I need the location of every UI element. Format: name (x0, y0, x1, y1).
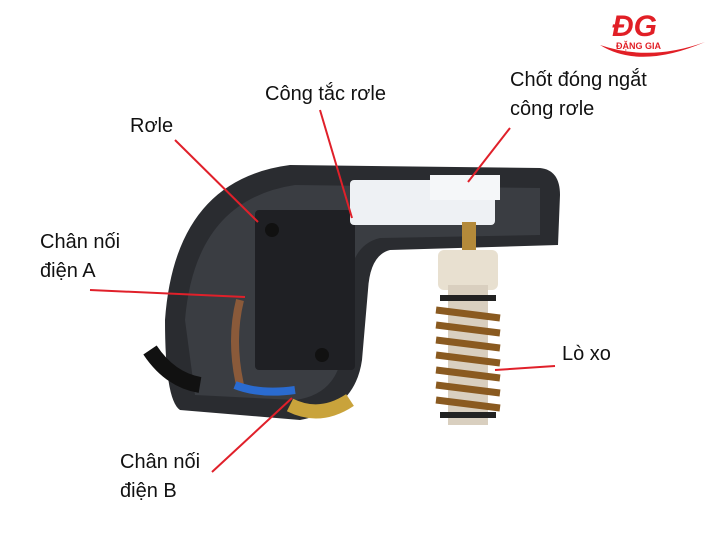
label-lo-xo: Lò xo (562, 343, 611, 365)
label-cong-tac-role: Công tắc rơle (265, 83, 386, 105)
label-role: Rơle (130, 115, 174, 137)
label-chan-a-line2: điện A (40, 260, 96, 282)
microswitch (255, 210, 355, 370)
label-chan-b-line2: điện B (120, 480, 177, 502)
logo: ĐG ĐẶNG GIA (600, 10, 705, 57)
svg-text:ĐẶNG GIA: ĐẶNG GIA (616, 41, 662, 51)
relay-housing (165, 165, 560, 420)
spring (435, 222, 501, 425)
leader-role (174, 139, 259, 223)
label-chan-a-line1: Chân nối (40, 231, 121, 253)
label-chot-line1: Chốt đóng ngắt (510, 69, 647, 91)
label-chot-line2: công rơle (510, 98, 595, 120)
label-chan-b-line1: Chân nối (120, 451, 201, 473)
leader-chan-b (211, 397, 293, 473)
leader-cong-tac-role (319, 109, 353, 219)
svg-text:ĐG: ĐG (612, 10, 657, 43)
leader-chot (467, 127, 511, 183)
leader-lo-xo (494, 365, 556, 371)
leader-chan-a (89, 289, 246, 298)
